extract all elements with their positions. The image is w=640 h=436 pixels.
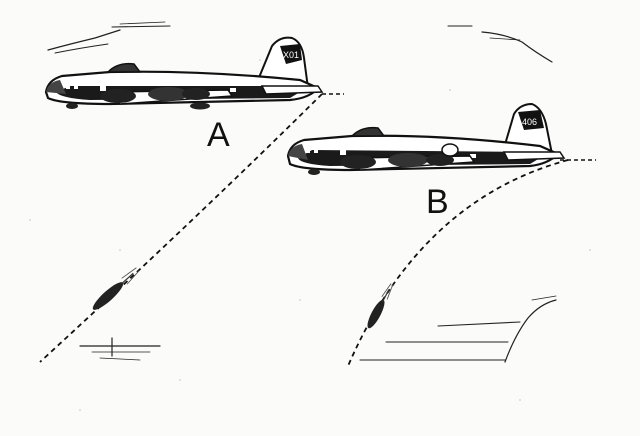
bomber-b: 406: [288, 104, 564, 175]
aircraft-label-b: B: [426, 185, 449, 219]
trajectory-a: [40, 94, 322, 362]
tail-number-b: 406: [522, 117, 537, 127]
bomber-a: X01: [46, 38, 322, 110]
aircraft-label-a: A: [207, 118, 230, 152]
tail-number-a: X01: [283, 50, 299, 60]
bomb-a: [90, 266, 141, 314]
bomb-b: [365, 282, 396, 330]
trajectory-b: [348, 160, 568, 366]
